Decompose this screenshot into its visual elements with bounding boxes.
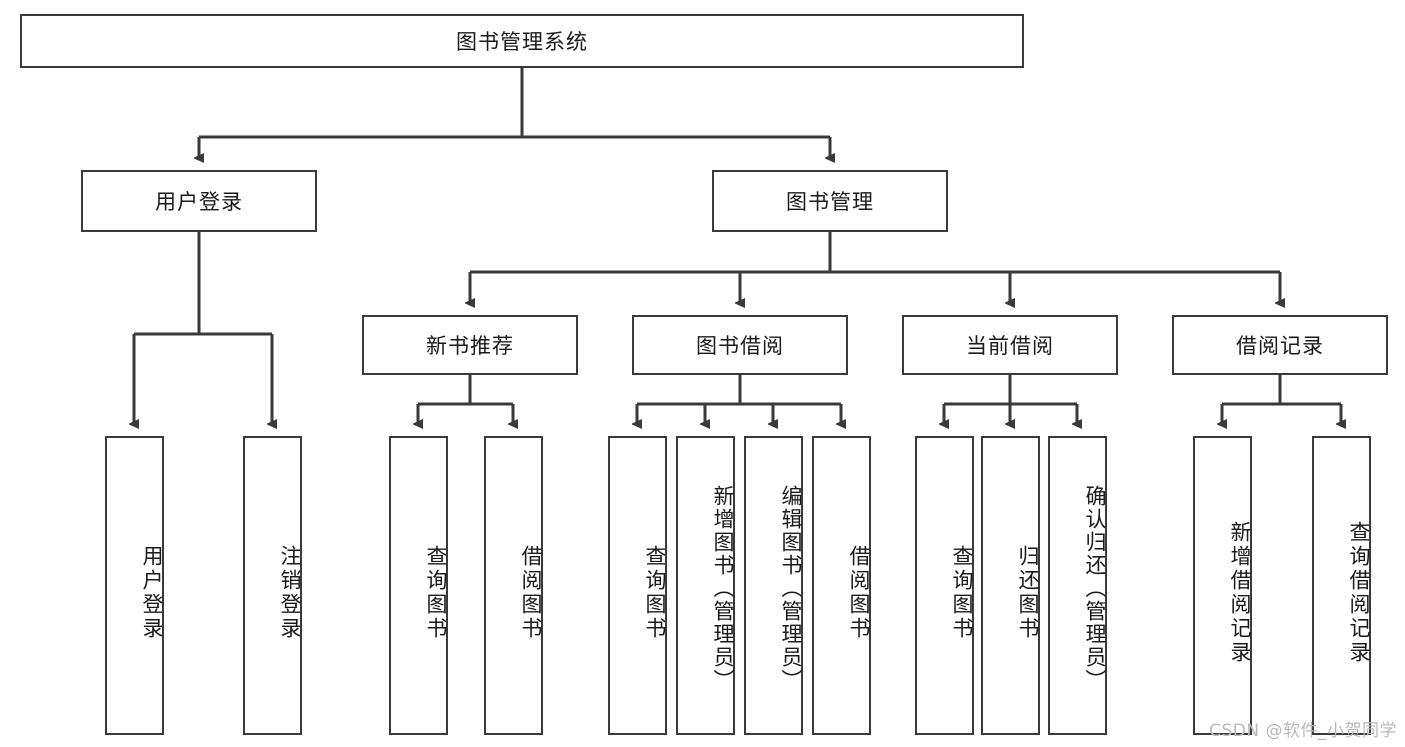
node-leaf-edit-book[interactable]: 编辑图书（管理员）	[744, 436, 803, 735]
node-leaf-user-logout-label: 注销登录	[278, 544, 302, 641]
node-current-borrow-label: 当前借阅	[966, 334, 1054, 358]
node-leaf-query-book-2-label: 查询图书	[643, 544, 667, 641]
node-leaf-add-record-label: 新增借阅记录	[1228, 520, 1252, 665]
node-leaf-borrow-book-1-label: 借阅图书	[519, 544, 543, 641]
node-leaf-user-logout[interactable]: 注销登录	[243, 436, 302, 735]
node-user-login[interactable]: 用户登录	[81, 170, 317, 232]
node-leaf-user-login-label: 用户登录	[140, 544, 164, 641]
node-borrow-record[interactable]: 借阅记录	[1172, 315, 1388, 375]
node-leaf-confirm-return-label: 确认归还（管理员）	[1083, 485, 1107, 692]
node-leaf-return-book-label: 归还图书	[1016, 544, 1040, 641]
node-leaf-add-book-label: 新增图书（管理员）	[711, 485, 735, 692]
node-leaf-add-record[interactable]: 新增借阅记录	[1193, 436, 1252, 735]
node-leaf-confirm-return[interactable]: 确认归还（管理员）	[1048, 436, 1107, 735]
node-leaf-borrow-book-2[interactable]: 借阅图书	[812, 436, 871, 735]
node-leaf-query-book-1-label: 查询图书	[424, 544, 448, 641]
node-book-manage-label: 图书管理	[786, 190, 874, 214]
node-new-book-recommend[interactable]: 新书推荐	[362, 315, 578, 375]
node-leaf-query-book-3-label: 查询图书	[950, 544, 974, 641]
node-leaf-return-book[interactable]: 归还图书	[981, 436, 1040, 735]
node-current-borrow[interactable]: 当前借阅	[902, 315, 1118, 375]
node-new-book-recommend-label: 新书推荐	[426, 334, 514, 358]
node-book-borrow-label: 图书借阅	[696, 334, 784, 358]
node-leaf-query-book-3[interactable]: 查询图书	[915, 436, 974, 735]
node-user-login-label: 用户登录	[155, 190, 243, 214]
node-leaf-borrow-book-1[interactable]: 借阅图书	[484, 436, 543, 735]
node-book-manage[interactable]: 图书管理	[712, 170, 948, 232]
node-leaf-borrow-book-2-label: 借阅图书	[847, 544, 871, 641]
node-leaf-query-record[interactable]: 查询借阅记录	[1312, 436, 1371, 735]
node-borrow-record-label: 借阅记录	[1236, 334, 1324, 358]
node-root[interactable]: 图书管理系统	[20, 14, 1024, 68]
node-leaf-edit-book-label: 编辑图书（管理员）	[779, 485, 803, 692]
watermark: CSDN @软件_小贺同学	[1209, 721, 1397, 741]
node-root-label: 图书管理系统	[456, 30, 588, 54]
node-leaf-user-login[interactable]: 用户登录	[105, 436, 164, 735]
node-leaf-query-book-2[interactable]: 查询图书	[608, 436, 667, 735]
node-leaf-query-book-1[interactable]: 查询图书	[389, 436, 448, 735]
node-leaf-add-book[interactable]: 新增图书（管理员）	[676, 436, 735, 735]
node-leaf-query-record-label: 查询借阅记录	[1347, 520, 1371, 665]
node-book-borrow[interactable]: 图书借阅	[632, 315, 848, 375]
